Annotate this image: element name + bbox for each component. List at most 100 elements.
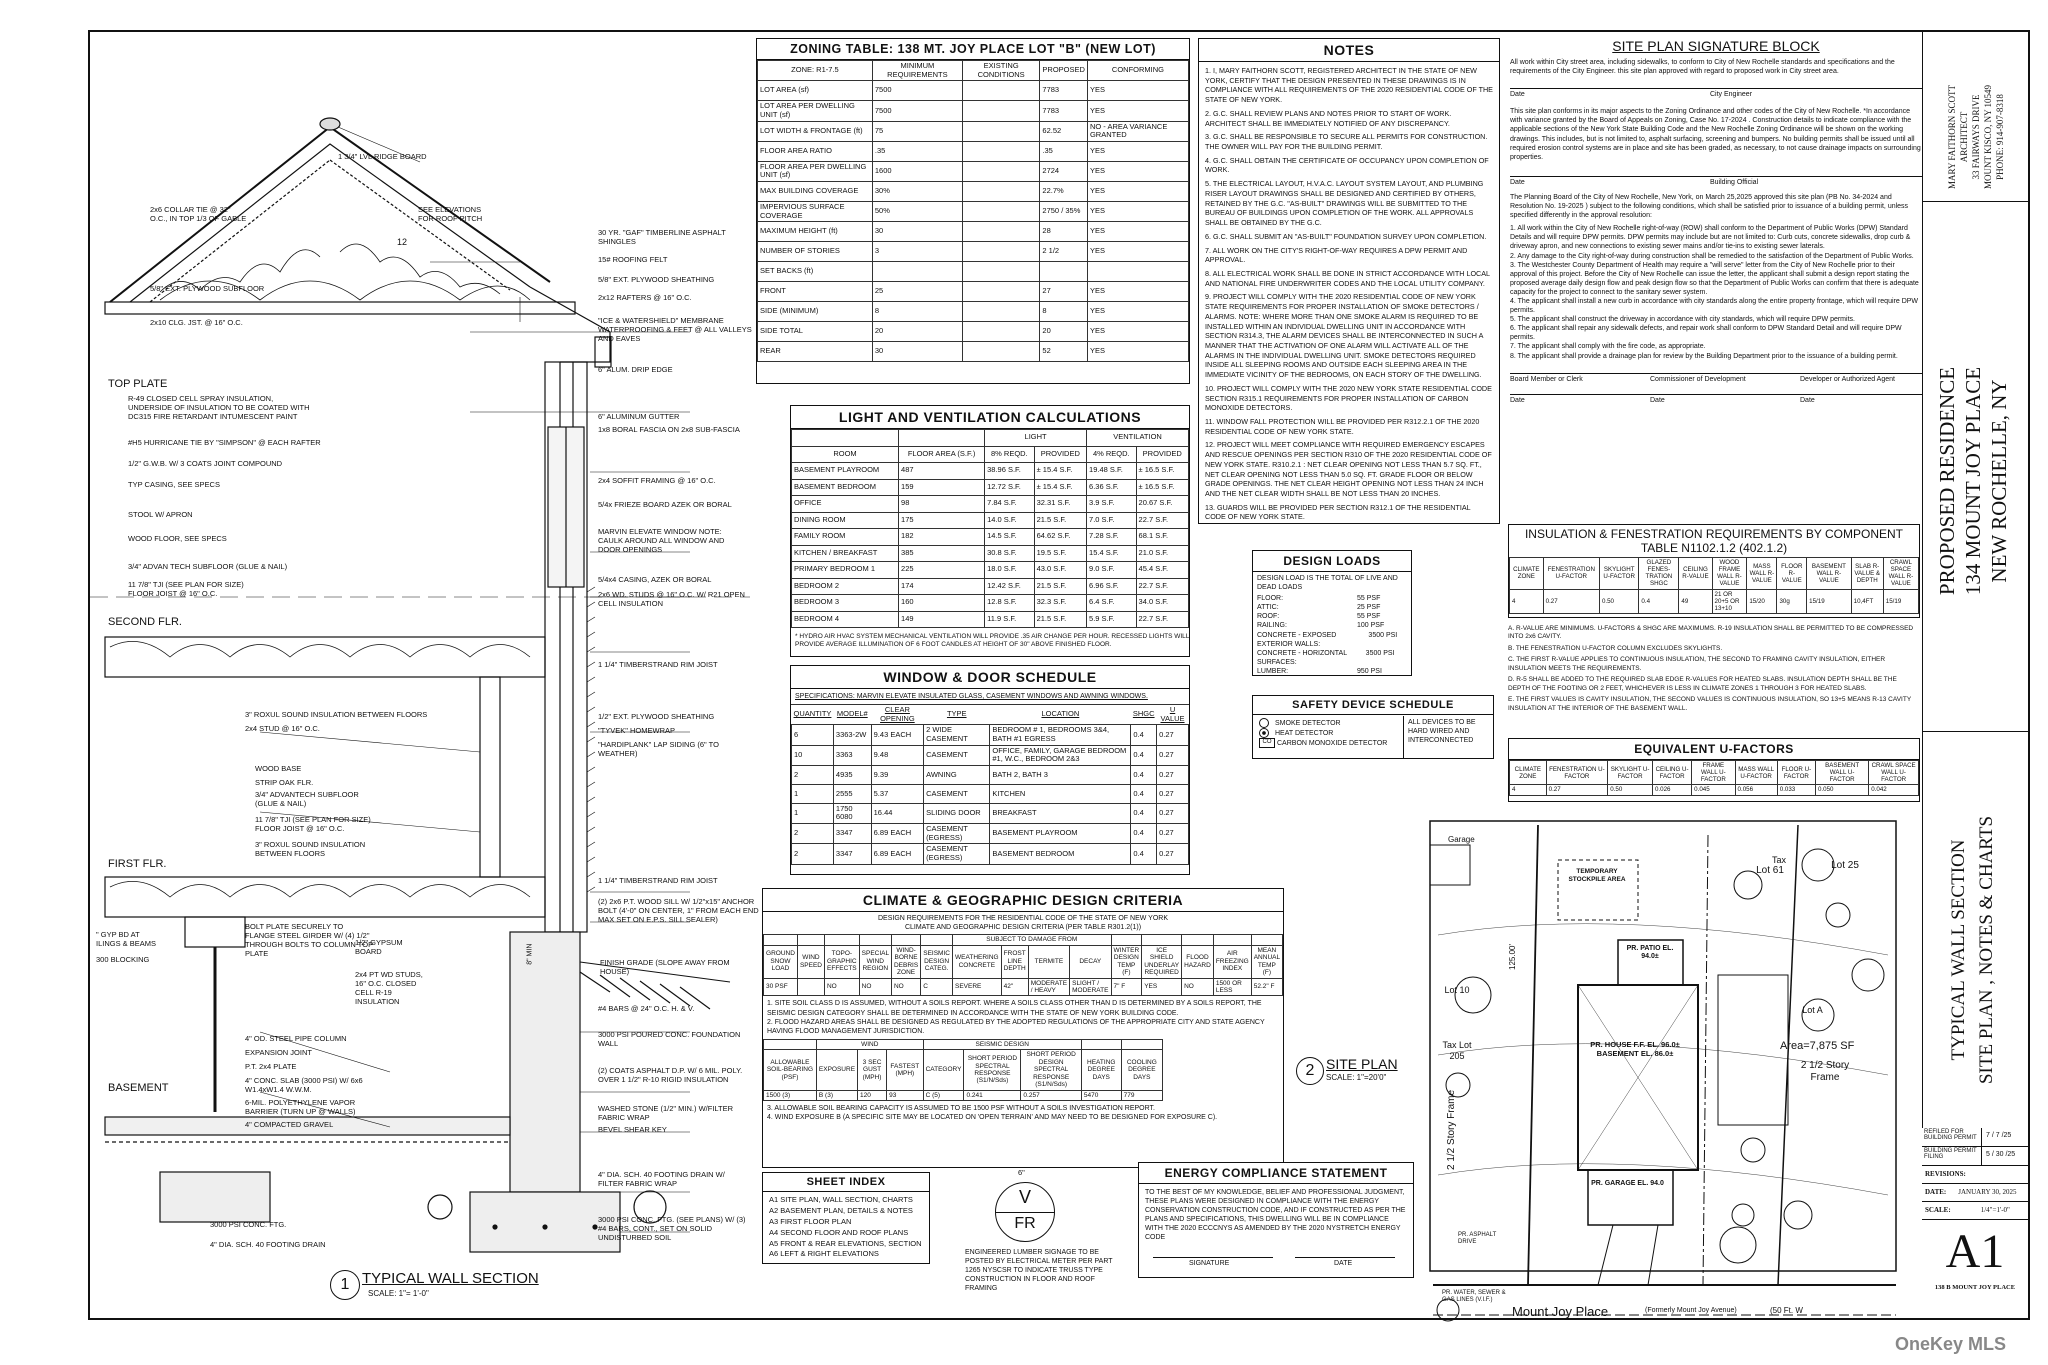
- label-tji-2: 11 7/8" TJI (SEE PLAN FOR SIZE) FLOOR JO…: [128, 580, 244, 598]
- light-cell: 225: [898, 561, 986, 579]
- equiv-cell: 0.042: [1868, 784, 1919, 796]
- heat-detector-icon: [1259, 728, 1269, 738]
- insulation-header-cell: SKYLIGHT U-FACTOR: [1598, 557, 1640, 590]
- insulation-note: D. R-5 SHALL BE ADDED TO THE REQUIRED SL…: [1508, 676, 1897, 692]
- note-item: 5. THE ELECTRICAL LAYOUT, H.V.A.C. LAYOU…: [1205, 179, 1484, 228]
- design-load-row: LUMBER:950 PSI: [1257, 667, 1407, 675]
- window-cell: KITCHEN: [989, 783, 1132, 804]
- light-cell: PRIMARY BEDROOM 1: [791, 561, 900, 579]
- zoning-cell: MAXIMUM HEIGHT (ft): [757, 221, 873, 243]
- zoning-cell: [961, 200, 1041, 223]
- zoning-cell: 28: [1039, 221, 1088, 243]
- climate-group-cell: [796, 934, 825, 946]
- light-cell: 12.72 S.F.: [984, 478, 1035, 496]
- climate-notes-1: 1. SITE SOIL CLASS D IS ASSUMED, WITHOUT…: [763, 996, 1283, 1038]
- zoning-header-cell: CONFORMING: [1086, 59, 1189, 82]
- window-cell: 6: [791, 724, 834, 746]
- climate2-group-cell: [763, 1038, 817, 1051]
- sheet-title-1: TYPICAL WALL SECTION: [1948, 839, 1969, 1061]
- climate-header-cell: SPECIAL WIND REGION: [858, 944, 892, 979]
- equiv-header-cell: SKYLIGHT U-FACTOR: [1607, 759, 1653, 786]
- zoning-cell: YES: [1086, 321, 1189, 343]
- zoning-cell: 30: [871, 341, 963, 363]
- window-header-cell: TYPE: [946, 709, 967, 719]
- light-header-cell: PROVIDED: [1033, 445, 1088, 463]
- light-cell: 22.7 S.F.: [1135, 577, 1189, 595]
- light-cell: 18.0 S.F.: [984, 561, 1035, 579]
- insulation-header-cell: BASEMENT WALL R-VALUE: [1806, 557, 1852, 590]
- insulation-note: E. THE FIRST VALUES IS CAVITY INSULATION…: [1508, 696, 1912, 712]
- sitesig-conditions: 1. All work within the City of New Roche…: [1510, 224, 1922, 360]
- note-item: 7. ALL WORK ON THE CITY'S RIGHT-OF-WAY R…: [1205, 245, 1468, 265]
- label-plywood-sheathing: 5/8" EXT. PLYWOOD SHEATHING: [598, 275, 715, 284]
- zoning-header-cell: EXISTING CONDITIONS: [961, 59, 1041, 82]
- window-header-cell: SHGC: [1132, 709, 1155, 719]
- climate-note: 3. ALLOWABLE SOIL BEARING CAPACITY IS AS…: [767, 1105, 1155, 1113]
- window-cell: 2: [791, 764, 834, 785]
- light-cell: 15.4 S.F.: [1086, 544, 1137, 562]
- climate-line2: CLIMATE AND GEOGRAPHIC DESIGN CRITERIA (…: [904, 924, 1142, 932]
- label-pt-plate: P.T. 2x4 PLATE: [245, 1062, 297, 1071]
- note-item: 8. ALL ELECTRICAL WORK SHALL BE DONE IN …: [1205, 268, 1490, 288]
- light-cell: ± 16.5 S.F.: [1135, 462, 1189, 480]
- zoning-cell: 27: [1039, 281, 1088, 303]
- climate-group-cell: [1181, 934, 1214, 946]
- window-cell: 6.89 EACH: [870, 823, 925, 845]
- insulation-header-cell: CEILING R-VALUE: [1678, 557, 1713, 590]
- label-wood-base: WOOD BASE: [255, 764, 302, 773]
- climate2-header-cell: HEATING DEGREE DAYS: [1080, 1049, 1122, 1091]
- label-conc-slab: 4" CONC. SLAB (3000 PSI) W/ 6x6 W1.4xW1.…: [245, 1076, 363, 1094]
- light-title: LIGHT AND VENTILATION CALCULATIONS: [791, 406, 1189, 429]
- equiv-header-cell: MASS WALL U-FACTOR: [1734, 759, 1778, 786]
- window-spec: SPECIFICATIONS: MARVIN ELEVATE INSULATED…: [791, 689, 1189, 706]
- climate2-header-cell: 3 SEC GUST (MPH): [857, 1049, 888, 1091]
- climate-cell: 1500 OR LESS: [1212, 977, 1252, 997]
- window-cell: 0.4: [1130, 802, 1158, 825]
- climate2-cell: 93: [886, 1089, 924, 1102]
- label-bars: #4 BARS @ 24" O.C. H. & V.: [598, 1004, 695, 1013]
- refiled-label: REFILED FOR BUILDING PERMIT: [1922, 1128, 1982, 1146]
- filing-date: 5 / 30 /25: [1986, 1151, 2016, 1158]
- window-cell: BASEMENT PLAYROOM: [989, 823, 1132, 845]
- light-cell: 9.0 S.F.: [1086, 561, 1137, 579]
- climate-criteria: CLIMATE & GEOGRAPHIC DESIGN CRITERIA DES…: [762, 888, 1284, 1168]
- window-cell: 1: [791, 802, 834, 825]
- zoning-cell: [961, 181, 1041, 202]
- note-item: 11. WINDOW FALL PROTECTION WILL BE PROVI…: [1205, 417, 1480, 436]
- climate-group-cell: [1110, 934, 1143, 946]
- design-load-row: RAILING:100 PSF: [1257, 621, 1407, 630]
- note-item: 9. PROJECT WILL COMPLY WITH THE 2020 RES…: [1205, 292, 1483, 380]
- climate-header-cell: GROUND SNOW LOAD: [763, 944, 798, 979]
- sitesig-condition: 2. Any damage to the City right-of-way d…: [1510, 252, 1914, 260]
- notes-list: 1. I, MARY FAITHORN SCOTT, REGISTERED AR…: [1199, 62, 1499, 523]
- window-cell: 0.4: [1130, 783, 1158, 804]
- climate-notes-2: 3. ALLOWABLE SOIL BEARING CAPACITY IS AS…: [763, 1101, 1283, 1125]
- design-load-value: 55 PSF: [1357, 613, 1381, 621]
- climate-cell: 30 PSF: [763, 977, 798, 997]
- zoning-cell: 52: [1039, 341, 1088, 363]
- design-load-row: CONCRETE - HORIZONTAL SURFACES:3500 PSI: [1257, 649, 1407, 667]
- sitesig-sig-row: Board Member or Clerk Commissioner of De…: [1510, 372, 1922, 384]
- zoning-cell: 7500: [871, 100, 963, 122]
- window-cell: 0.27: [1156, 764, 1189, 785]
- light-cell: 30.8 S.F.: [984, 544, 1035, 562]
- co-detector-icon: CO: [1259, 738, 1275, 748]
- sheet-title-block: TYPICAL WALL SECTION SITE PLAN , NOTES &…: [1923, 732, 2029, 1162]
- sitesig-city-engineer: City Engineer: [1710, 91, 1753, 99]
- climate-group-cell: [1141, 934, 1183, 946]
- label-stud: 2x4 STUD @ 16" O.C.: [245, 724, 320, 733]
- insulation-cell: 15/19: [1806, 588, 1852, 614]
- sheet-number: A1: [1945, 1225, 2005, 1278]
- site-label-patio: PR. PATIO EL. 94.0±: [1626, 945, 1674, 961]
- sitesig-condition: 6. The applicant shall repair any sidewa…: [1510, 325, 1902, 342]
- window-cell: 9.43 EACH: [870, 724, 925, 746]
